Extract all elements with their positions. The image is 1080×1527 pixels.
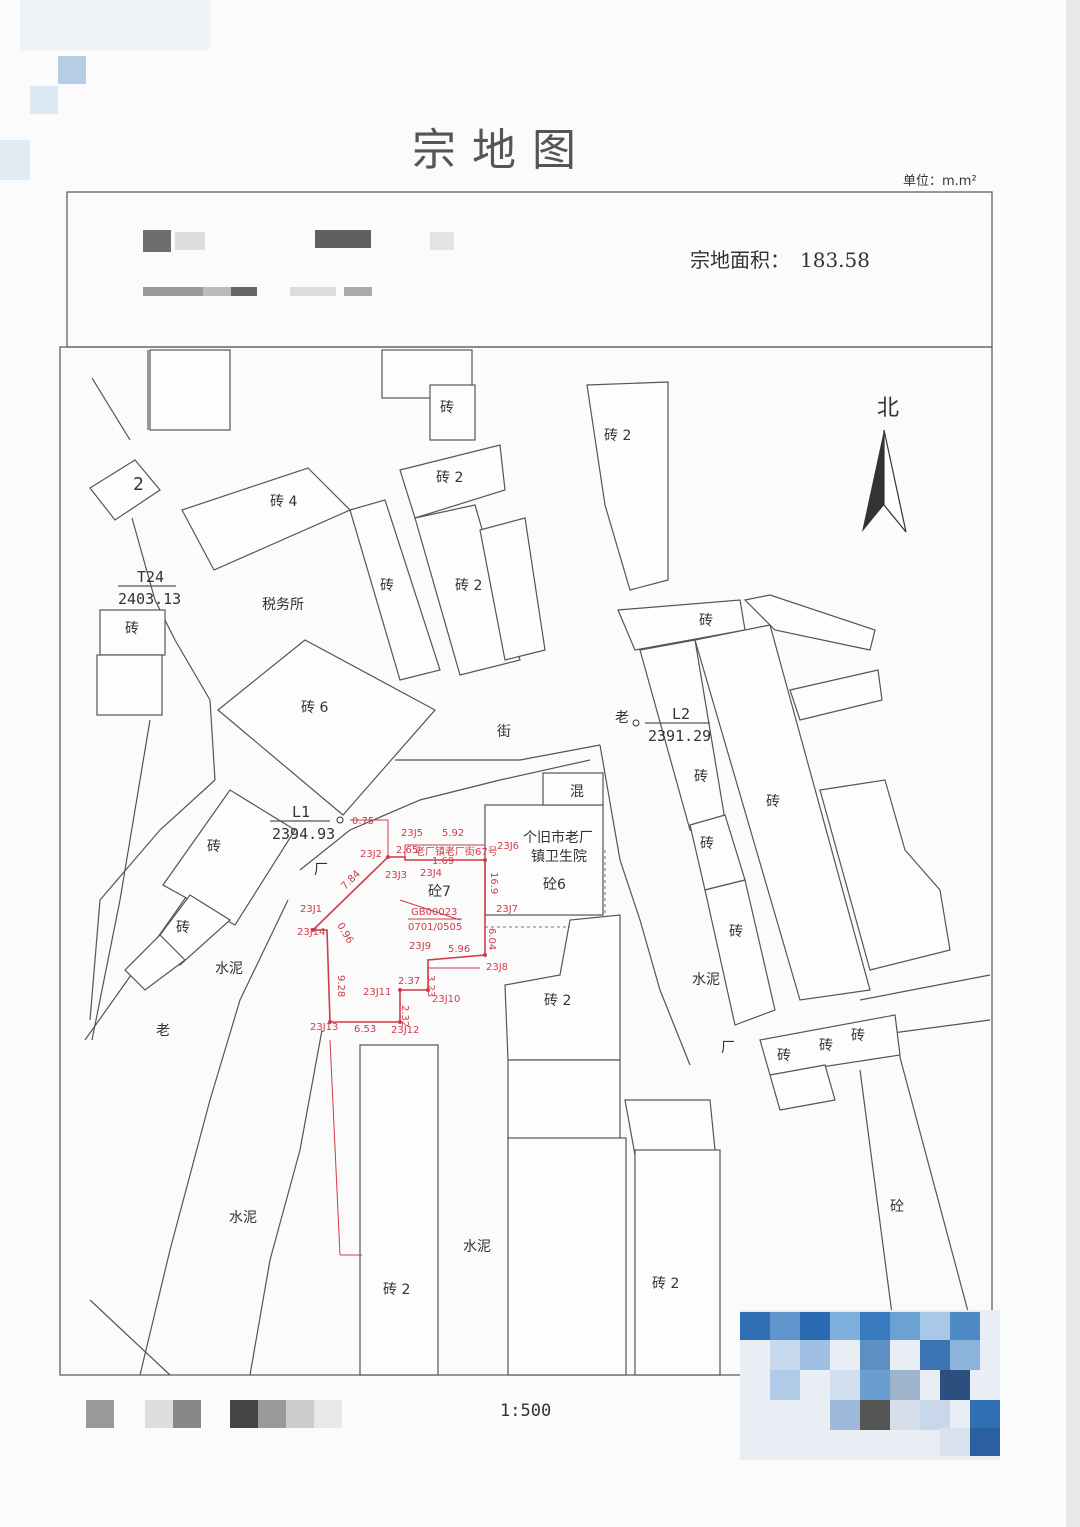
- svg-text:5.96: 5.96: [448, 944, 470, 955]
- svg-text:2391.29: 2391.29: [648, 727, 711, 745]
- scale-label: 1:500: [500, 1401, 551, 1421]
- svg-text:砖 2: 砖 2: [436, 470, 463, 486]
- svg-text:砖: 砖: [851, 1028, 865, 1044]
- unit-label: 单位：m.m²: [903, 174, 977, 189]
- svg-text:16.9: 16.9: [488, 872, 499, 894]
- svg-text:砖 4: 砖 4: [270, 494, 297, 510]
- svg-text:L2: L2: [672, 705, 690, 723]
- redacted-owner-block: [143, 230, 454, 296]
- svg-text:厂: 厂: [314, 862, 328, 878]
- svg-text:砖 2: 砖 2: [652, 1276, 679, 1292]
- svg-text:23J3: 23J3: [385, 870, 407, 881]
- svg-text:6.53: 6.53: [354, 1024, 376, 1035]
- svg-text:23J13: 23J13: [310, 1022, 338, 1033]
- svg-text:水泥: 水泥: [215, 961, 243, 977]
- svg-text:砖 2: 砖 2: [604, 428, 631, 444]
- hospital-structure: 砼6: [543, 877, 566, 893]
- svg-text:砖 2: 砖 2: [455, 578, 482, 594]
- svg-text:砖: 砖: [440, 400, 454, 416]
- svg-text:砖 2: 砖 2: [544, 993, 571, 1009]
- place-labels: 税务所 街 老 老 厂 厂 水泥 水泥 水泥 水泥 混 个旧市老厂 镇卫生院 砼…: [156, 597, 735, 1255]
- svg-text:0.75: 0.75: [352, 816, 374, 827]
- svg-text:老: 老: [615, 710, 629, 726]
- svg-text:5.92: 5.92: [442, 828, 464, 839]
- svg-text:水泥: 水泥: [463, 1239, 491, 1255]
- svg-text:砖: 砖: [777, 1048, 791, 1064]
- street-label: 街: [497, 724, 511, 740]
- svg-text:砖: 砖: [380, 578, 394, 594]
- svg-text:23J8: 23J8: [486, 962, 508, 973]
- hospital-name-2: 镇卫生院: [531, 849, 587, 865]
- parcel-labels: 砼7 GB00023 0701/0505 老厂镇老厂街67号 23J1 23J2…: [297, 816, 519, 1036]
- svg-text:砖: 砖: [819, 1038, 833, 1054]
- parcel-area-value: 183.58: [800, 248, 870, 272]
- svg-text:7.84: 7.84: [339, 869, 363, 893]
- svg-text:砖: 砖: [729, 924, 743, 940]
- svg-text:水泥: 水泥: [229, 1210, 257, 1226]
- control-point-name: T24: [137, 568, 164, 586]
- parcel-id: GB00023: [411, 907, 457, 918]
- svg-text:砖: 砖: [766, 794, 780, 810]
- svg-text:砖: 砖: [694, 769, 708, 785]
- svg-text:2: 2: [133, 474, 144, 495]
- svg-text:砖 6: 砖 6: [301, 700, 328, 716]
- map-title: 宗地图: [412, 125, 592, 176]
- redacted-stamp: [740, 1310, 1000, 1460]
- page-edge: [1066, 0, 1080, 1527]
- svg-text:老: 老: [156, 1023, 170, 1039]
- svg-text:砖: 砖: [699, 613, 713, 629]
- svg-text:混: 混: [570, 784, 584, 800]
- hospital-name-1: 个旧市老厂: [523, 829, 593, 846]
- svg-text:0.96: 0.96: [334, 921, 355, 946]
- tax-office-label: 税务所: [262, 597, 304, 613]
- svg-text:厂: 厂: [721, 1040, 735, 1056]
- parcel-code: 0701/0505: [408, 922, 462, 933]
- svg-text:23J7: 23J7: [496, 904, 518, 915]
- svg-text:砖: 砖: [176, 920, 190, 936]
- control-point-elevation: 2403.13: [118, 590, 181, 608]
- svg-text:砖: 砖: [125, 621, 139, 637]
- svg-text:2.32: 2.32: [399, 1005, 410, 1027]
- parcel-address: 老厂镇老厂街67号: [415, 845, 498, 858]
- svg-text:水泥: 水泥: [692, 972, 720, 988]
- svg-text:23J10: 23J10: [432, 994, 460, 1005]
- buildings: [89, 349, 951, 1376]
- svg-text:23J14: 23J14: [297, 927, 325, 938]
- svg-text:23J1: 23J1: [300, 904, 322, 915]
- redacted-signature-block: [86, 1400, 342, 1428]
- svg-text:23J11: 23J11: [363, 987, 391, 998]
- svg-text:2394.93: 2394.93: [272, 825, 335, 843]
- parcel-boundary: [311, 819, 606, 1256]
- bldg-brick: [429, 384, 476, 441]
- parcel-area-label: 宗地面积：: [690, 248, 790, 272]
- svg-text:23J4: 23J4: [420, 868, 442, 879]
- svg-text:砖: 砖: [700, 836, 714, 852]
- svg-text:砖: 砖: [207, 839, 221, 855]
- redacted-corner: [0, 0, 210, 180]
- building-labels: 砖 砖 2 砖 2 2 砖 4 砖 砖 2 砖 砖 6 砖 砖 砖 砖 砖 砖 …: [125, 400, 904, 1298]
- svg-text:6.04: 6.04: [486, 928, 497, 950]
- svg-text:9.28: 9.28: [335, 975, 346, 997]
- svg-text:23J2: 23J2: [360, 849, 382, 860]
- svg-text:1.69: 1.69: [432, 856, 454, 867]
- control-points: T24 2403.13 L1 2394.93 L2 2391.29: [118, 568, 711, 843]
- svg-text:23J12: 23J12: [391, 1025, 419, 1036]
- svg-text:砼: 砼: [890, 1199, 904, 1215]
- svg-text:23J9: 23J9: [409, 941, 431, 952]
- svg-text:砖 2: 砖 2: [383, 1282, 410, 1298]
- svg-text:L1: L1: [292, 803, 310, 821]
- svg-text:2.65: 2.65: [396, 845, 418, 856]
- parcel-structure: 砼7: [428, 884, 451, 900]
- svg-text:23J6: 23J6: [497, 841, 519, 852]
- svg-text:2.37: 2.37: [398, 976, 420, 987]
- north-arrow: 北: [862, 396, 907, 533]
- svg-text:3.23: 3.23: [425, 975, 436, 997]
- north-label: 北: [877, 396, 899, 421]
- svg-text:23J5: 23J5: [401, 828, 423, 839]
